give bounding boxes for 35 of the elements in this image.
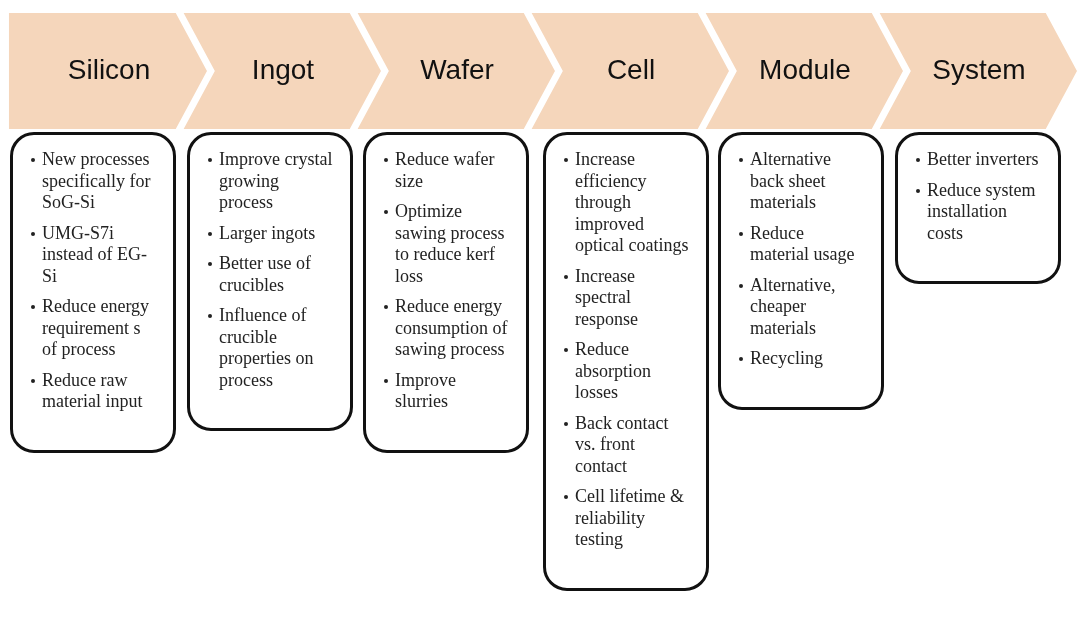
stage-title: Wafer: [420, 54, 494, 86]
stage-title: System: [932, 54, 1026, 86]
bullet-point-text: Reduce material usage: [741, 222, 865, 266]
bullet-point-text: Reduce energy requirement s of process: [33, 296, 157, 361]
bullet-point-text: Alternative back sheet materials: [741, 149, 865, 214]
rounded-text-box: [363, 132, 529, 453]
bullet-point-text: Back contact vs. front contact: [566, 412, 690, 477]
rounded-text-box: [895, 132, 1061, 284]
stage-title: Ingot: [251, 54, 315, 86]
rounded-text-box: [543, 132, 709, 591]
bullet-point-text: Recycling: [741, 348, 865, 370]
bullet-point-text: Better inverters: [918, 149, 1042, 171]
bullet-point-text: Reduce absorption losses: [566, 339, 690, 404]
bullet-point-text: Influence of crucible properties on process: [210, 305, 334, 391]
stage-title: Silicon: [67, 54, 151, 86]
bullet-point-text: Cell lifetime & reliability testing: [566, 486, 690, 551]
bullet-point-text: Reduce system installation costs: [918, 179, 1042, 244]
bullet-point-text: Alternative, cheaper materials: [741, 274, 865, 339]
stage-title: Cell: [606, 54, 656, 86]
bullet-point-text: Reduce wafer size: [386, 149, 510, 192]
stage-title: Module: [759, 54, 851, 86]
rounded-text-box: [10, 132, 176, 453]
rounded-text-box: [187, 132, 353, 431]
bullet-point-text: Reduce energy consumption of sawing process: [386, 296, 510, 361]
bullet-point-text: Improve slurries: [386, 369, 510, 413]
bullet-point-text: Better use of crucibles: [210, 253, 334, 296]
bullet-point-text: UMG-S7i instead of EG-Si: [33, 222, 157, 287]
bullet-point-text: Optimize sawing process to reduce kerf loss: [386, 201, 510, 287]
bullet-point-text: Increase spectral response: [566, 265, 690, 330]
rounded-text-box: [718, 132, 884, 410]
bullet-point-text: Improve crystal growing process: [210, 149, 334, 214]
bullet-point-text: New processes specifically for SoG-Si: [33, 149, 157, 214]
bullet-point-text: Larger ingots: [210, 222, 334, 244]
bullet-point-text: Reduce raw material input: [33, 369, 157, 413]
bullet-point-text: Increase efficiency through improved optical coatings: [566, 149, 690, 257]
